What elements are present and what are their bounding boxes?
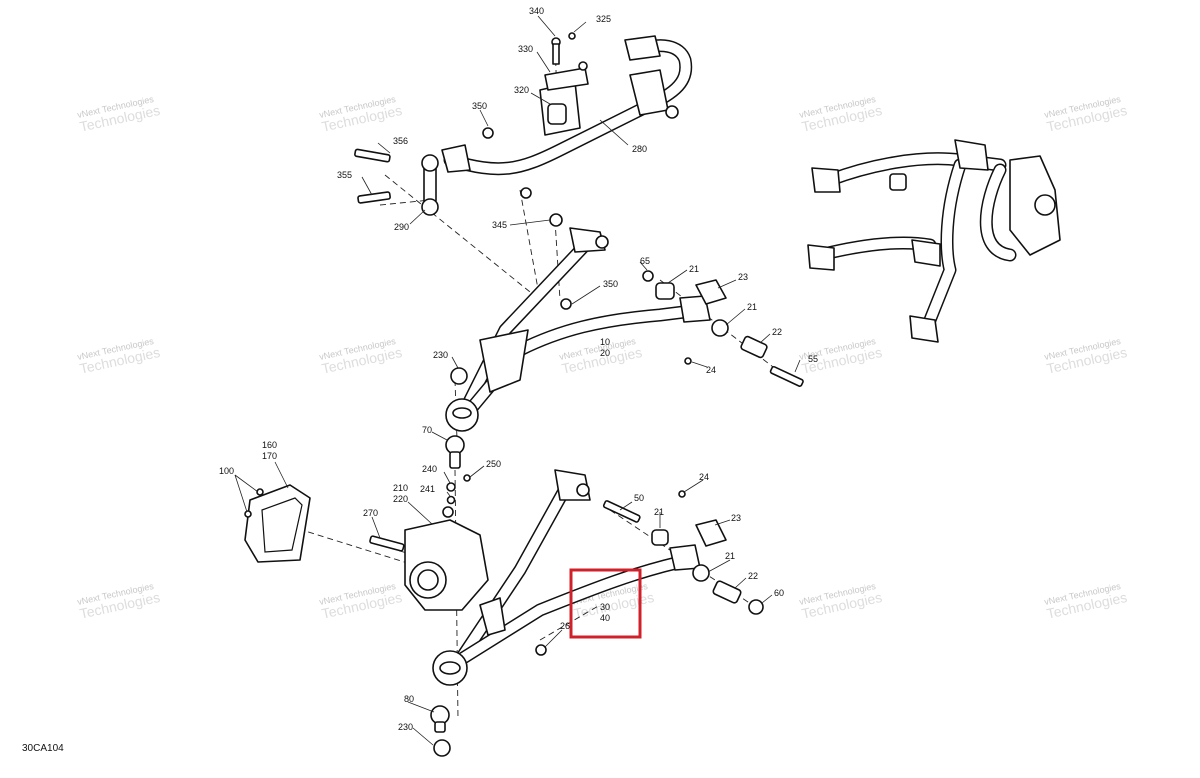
callout-26: 26	[560, 621, 570, 631]
callout-100: 100	[219, 466, 234, 476]
sway-bar-assembly	[354, 32, 693, 227]
callout-330: 330	[518, 44, 533, 54]
callout-80: 80	[404, 694, 414, 704]
upper-arm-hardware	[445, 270, 804, 505]
callout-21-a: 21	[689, 264, 699, 274]
callout-10: 10	[600, 337, 610, 347]
frame-assembly	[807, 139, 1061, 343]
callout-60: 60	[774, 588, 784, 598]
callout-30: 30	[600, 602, 610, 612]
callout-22-b: 22	[748, 571, 758, 581]
callout-21-c: 21	[654, 507, 664, 517]
callout-290: 290	[394, 222, 409, 232]
callout-240: 240	[422, 464, 437, 474]
callout-230-upper: 230	[433, 350, 448, 360]
callout-280: 280	[632, 144, 647, 154]
callout-21-b: 21	[747, 302, 757, 312]
callout-230-lower: 230	[398, 722, 413, 732]
callout-350-mid: 350	[603, 279, 618, 289]
callout-210: 210	[393, 483, 408, 493]
callout-345: 345	[492, 220, 507, 230]
callout-241: 241	[420, 484, 435, 494]
lower-arm-hardware	[430, 490, 764, 757]
callout-355: 355	[337, 170, 352, 180]
callout-70: 70	[422, 425, 432, 435]
callout-24-a: 24	[706, 365, 716, 375]
diagram-reference-code: 30CA104	[22, 743, 64, 754]
callout-21-d: 21	[725, 551, 735, 561]
callout-labels: 340 325 330 320 350 356 355 290 345 280 …	[219, 6, 818, 732]
callout-320: 320	[514, 85, 529, 95]
upper-a-arm	[445, 227, 711, 432]
callout-50: 50	[634, 493, 644, 503]
callout-40: 40	[600, 613, 610, 623]
callout-160: 160	[262, 440, 277, 450]
callout-270: 270	[363, 508, 378, 518]
callout-325: 325	[596, 14, 611, 24]
knuckle	[369, 506, 489, 611]
callout-20: 20	[600, 348, 610, 358]
callout-22-a: 22	[772, 327, 782, 337]
callout-170: 170	[262, 451, 277, 461]
callout-250: 250	[486, 459, 501, 469]
callout-350-top: 350	[472, 101, 487, 111]
callout-23-a: 23	[738, 272, 748, 282]
callout-24-b: 24	[699, 472, 709, 482]
callout-55: 55	[808, 354, 818, 364]
callout-23-b: 23	[731, 513, 741, 523]
lower-a-arm	[432, 469, 701, 686]
callout-65: 65	[640, 256, 650, 266]
leader-lines	[234, 15, 801, 746]
callout-220: 220	[393, 494, 408, 504]
skid-plate	[244, 484, 311, 563]
callout-340: 340	[529, 6, 544, 16]
callout-356: 356	[393, 136, 408, 146]
highlight-box	[569, 568, 642, 639]
